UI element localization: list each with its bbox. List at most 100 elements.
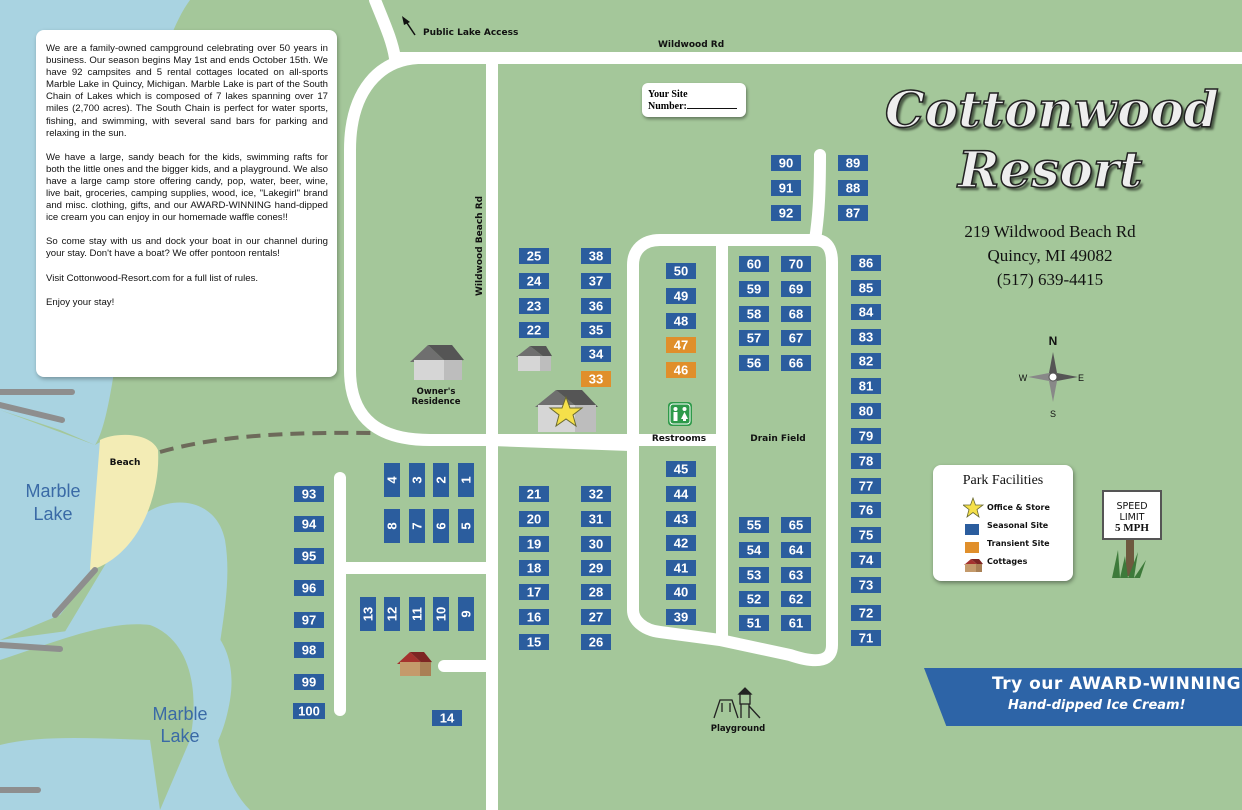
campsite-number: 31 [589,512,603,527]
campsite-marker: 84 [851,304,881,320]
campsite-number: 50 [674,264,688,279]
campsite-box [519,248,549,264]
campsite-number: 16 [527,610,541,625]
campsite-marker: 58 [739,306,769,322]
campsite-number: 62 [789,592,803,607]
campsite-box [581,536,611,552]
campsite-number: 95 [302,549,316,564]
campsite-box [666,560,696,576]
seasonal-swatch [965,524,979,535]
campsite-marker: 18 [519,560,549,576]
campsite-box [458,597,474,631]
campsite-marker: 51 [739,615,769,631]
campsite-number: 2 [434,476,449,483]
campsite-number: 59 [747,282,761,297]
address-street: 219 Wildwood Beach Rd [964,222,1136,241]
info-panel: We are a family-owned campground celebra… [36,30,337,377]
campsite-box [519,298,549,314]
campsite-marker: 93 [294,486,324,502]
campsite-marker: 82 [851,353,881,369]
campsite-number: 3 [410,476,425,483]
campsite-marker: 67 [781,330,811,346]
campsite-marker: 73 [851,577,881,593]
campsite-number: 88 [846,181,860,196]
site-number-label-2: Number: [648,101,687,112]
campsite-box [581,511,611,527]
beach-trail [159,430,376,454]
campsite-marker: 19 [519,536,549,552]
campsite-marker: 7 [409,509,425,543]
campsite-marker: 96 [294,580,324,596]
title-line-2: Resort [957,139,1143,200]
campsite-box [294,486,324,502]
campsite-number: 71 [859,631,873,646]
campsite-box [581,634,611,650]
campsite-marker: 46 [666,362,696,378]
lake-name-upper: Marble [25,481,80,501]
banner-line-2: Hand-dipped Ice Cream! [1008,698,1186,713]
campsite-box [384,463,400,497]
campsite-number: 49 [674,289,688,304]
cottage-icon [397,652,432,676]
campsite-box [771,180,801,196]
legend-cottages: Cottages [987,557,1028,566]
campsite-box [781,517,811,533]
campsite-marker: 8 [384,509,400,543]
campsite-marker: 66 [781,355,811,371]
campsite-marker: 32 [581,486,611,502]
campsite-marker: 11 [409,597,425,631]
campsite-marker: 75 [851,527,881,543]
campsite-number: 90 [779,156,793,171]
campsite-box [666,486,696,502]
campsite-box [666,313,696,329]
campsite-number: 94 [302,517,317,532]
campsite-marker: 21 [519,486,549,502]
campsite-box [851,453,881,469]
lake-name-lower: Marble [152,704,207,724]
campsite-box [739,615,769,631]
campsite-box [739,355,769,371]
campsite-box [851,605,881,621]
campsites: 1234567891011121314151617181920212223242… [293,155,881,726]
speed-line-1: SPEED [1116,501,1148,512]
cottage-icon [964,559,983,572]
campsite-box [781,542,811,558]
campsite-number: 21 [527,487,541,502]
speed-line-2: LIMIT [1119,512,1145,523]
campsite-marker: 44 [666,486,696,502]
campsite-box [581,584,611,600]
campsite-number: 63 [789,568,803,583]
campsite-number: 64 [789,543,804,558]
compass-icon [1028,352,1078,402]
campsite-box [781,281,811,297]
campsite-marker: 20 [519,511,549,527]
compass-w: W [1019,373,1028,383]
campsite-number: 79 [859,429,873,444]
public-lake-access-label: Public Lake Access [423,28,518,38]
campsite-number: 10 [434,607,449,621]
campsite-box [739,517,769,533]
campsite-number: 65 [789,518,803,533]
campsite-number: 32 [589,487,603,502]
campsite-marker: 39 [666,609,696,625]
campsite-box [519,634,549,650]
campsite-marker: 88 [838,180,868,196]
docks [0,389,98,793]
campsite-marker: 94 [294,516,324,532]
campsite-number: 5 [459,522,474,529]
campsite-marker: 43 [666,511,696,527]
campsite-marker: 17 [519,584,549,600]
campsite-box [458,463,474,497]
campsite-number: 96 [302,581,316,596]
campsite-number: 60 [747,257,761,272]
campsite-number: 58 [747,307,761,322]
campsite-number: 41 [674,561,688,576]
campsite-marker: 63 [781,567,811,583]
restrooms-label: Restrooms [652,434,706,444]
address-block: 219 Wildwood Beach Rd Quincy, MI 49082 (… [950,220,1150,292]
campsite-box [433,463,449,497]
campsite-number: 4 [385,476,400,484]
campsite-number: 80 [859,404,873,419]
campsite-marker: 72 [851,605,881,621]
campsite-marker: 78 [851,453,881,469]
